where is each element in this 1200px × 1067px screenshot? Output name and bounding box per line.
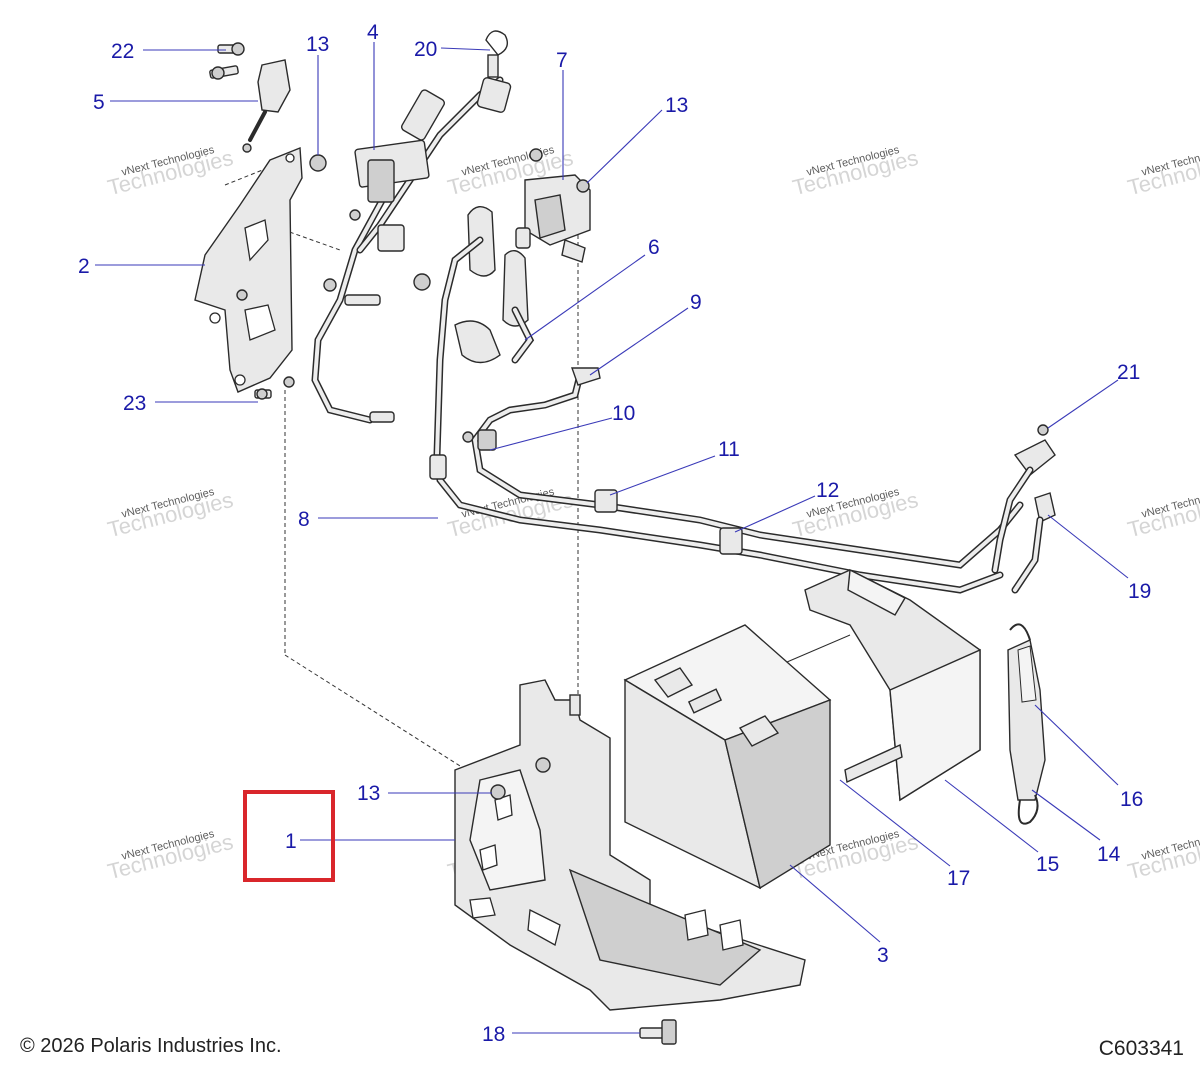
callout-4[interactable]: 4 (367, 21, 379, 44)
callout-6[interactable]: 6 (648, 236, 660, 259)
callout-15[interactable]: 15 (1036, 853, 1059, 876)
callout-7[interactable]: 7 (556, 49, 568, 72)
part-battery (623, 624, 832, 890)
callout-12[interactable]: 12 (816, 479, 839, 502)
callout-23[interactable]: 23 (123, 392, 146, 415)
callout-13-tray[interactable]: 13 (357, 782, 380, 805)
callout-14[interactable]: 14 (1097, 843, 1121, 866)
callout-13-top[interactable]: 13 (306, 33, 329, 56)
part-battery-cables (429, 206, 1004, 594)
part-solenoid (515, 174, 591, 263)
part-bottom-bolt (639, 1019, 677, 1045)
part-mounting-bracket (194, 146, 303, 393)
callout-20[interactable]: 20 (414, 38, 437, 61)
callout-labels: 22 13 4 20 7 13 5 2 6 9 23 10 21 11 12 8… (78, 21, 1151, 1046)
callout-2[interactable]: 2 (78, 255, 90, 278)
part-small-bolts (254, 376, 295, 400)
callout-8[interactable]: 8 (298, 508, 310, 531)
callout-16[interactable]: 16 (1120, 788, 1143, 811)
callout-21[interactable]: 21 (1117, 361, 1140, 384)
callout-22[interactable]: 22 (111, 40, 134, 63)
part-battery-cover (779, 568, 981, 802)
callout-13-solenoid[interactable]: 13 (665, 94, 688, 117)
part-battery-tray (454, 679, 806, 1011)
callout-1[interactable]: 1 (285, 830, 297, 853)
part-upper-harness (311, 30, 512, 424)
drawing-code: C603341 (1098, 1037, 1184, 1060)
part-battery-strap (1007, 623, 1046, 825)
callout-9[interactable]: 9 (690, 291, 702, 314)
part-positive-terminal (991, 424, 1056, 594)
callout-18[interactable]: 18 (482, 1023, 505, 1046)
callout-17[interactable]: 17 (947, 867, 970, 890)
selected-callout-highlight (243, 790, 335, 882)
callout-10[interactable]: 10 (612, 402, 635, 425)
callout-3[interactable]: 3 (877, 944, 889, 967)
callout-5[interactable]: 5 (93, 91, 105, 114)
copyright-notice: © 2026 Polaris Industries Inc. (20, 1035, 282, 1057)
part-bolts-and-clip (209, 42, 291, 153)
callout-19[interactable]: 19 (1128, 580, 1151, 603)
part-nut (309, 148, 543, 291)
callout-11[interactable]: 11 (718, 438, 740, 461)
part-ground-cable (462, 367, 1024, 569)
leader-lines (95, 42, 1129, 1034)
